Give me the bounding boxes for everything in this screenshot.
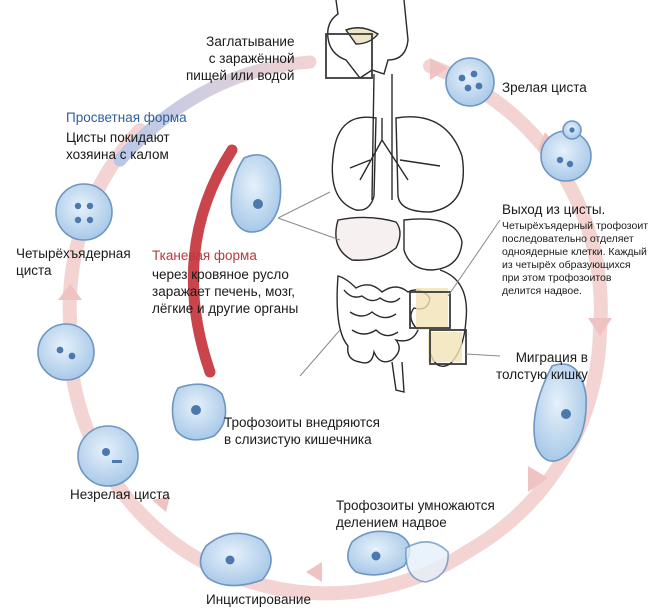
ingestion-line-3: пищей или водой (186, 68, 295, 83)
excystation-line-2: последовательно отделяет (502, 233, 634, 245)
binucleate-cyst-icon (37, 323, 95, 381)
box-intestine (409, 291, 451, 329)
four-nucleus-cyst-label: Четырёхъядерная циста (16, 245, 131, 279)
excystation-line-5: при этом трофозоитов (502, 272, 612, 284)
excystation-line-4: из четырёх образующихся (502, 259, 631, 271)
stage-boxes (325, 33, 467, 365)
arrow-7 (58, 284, 82, 300)
box-colon (429, 329, 467, 365)
arrow-4 (528, 466, 548, 492)
tissue-form-line-3: лёгкие и другие органы (152, 301, 299, 316)
four-nucleus-line-1: Четырёхъядерная (16, 246, 131, 261)
migration-label: Миграция в толстую кишку (496, 349, 588, 383)
pointer-lines (277, 191, 501, 377)
invasion-label: Трофозоиты внедряются в слизистую кишечн… (224, 414, 380, 448)
ingestion-label: Заглатывание с заражённой пищей или водо… (186, 33, 294, 84)
tissue-form-line-1: через кровяное русло (152, 267, 289, 282)
invasion-line-2: в слизистую кишечника (224, 432, 372, 447)
encystation-label: Инцистирование (206, 592, 311, 607)
invasion-line-1: Трофозоиты внедряются (224, 415, 380, 430)
excystation-line-6: делится надвое. (502, 285, 582, 297)
immature-cyst-label: Незрелая циста (70, 487, 170, 502)
mature-cyst-icon (445, 57, 495, 107)
box-mouth (325, 33, 373, 79)
multiplication-label: Трофозоиты умножаются делением надвое (336, 497, 495, 531)
ring-arrows (58, 58, 612, 582)
excystation-title: Выход из цисты. (502, 202, 606, 217)
colon-highlight-2 (428, 332, 462, 362)
tissue-arc (187, 144, 238, 378)
lumen-form-line-2: хозяина с калом (66, 147, 169, 162)
multiplication-line-2: делением надвое (336, 515, 447, 530)
colon-highlight (416, 288, 448, 330)
migration-line-2: толстую кишку (496, 367, 588, 382)
excystation-line-1: Четырёхъядерный трофозоит (502, 220, 649, 232)
tissue-form-line-2: заражает печень, мозг, (152, 284, 296, 299)
tissue-form-details: через кровяное русло заражает печень, мо… (152, 266, 298, 317)
lumen-arc (113, 55, 317, 167)
encysting-trophozoite-icon (199, 532, 272, 587)
ingestion-line-1: Заглатывание (206, 34, 295, 49)
arrow-3 (588, 318, 612, 336)
tissue-trophozoite-icon (230, 154, 282, 233)
lumen-form-title: Просветная форма (66, 110, 187, 125)
migration-line-1: Миграция в (515, 350, 588, 365)
lumen-form-details: Цисты покидают хозяина с калом (66, 129, 170, 163)
multiplication-line-1: Трофозоиты умножаются (336, 498, 495, 513)
immature-cyst-icon (77, 425, 139, 487)
organisms (37, 57, 592, 587)
four-nucleus-cyst-icon (55, 183, 113, 241)
lumen-form-line-1: Цисты покидают (66, 130, 170, 145)
excystation-details: Четырёхъядерный трофозоит последовательн… (502, 220, 648, 298)
mature-cyst-label: Зрелая циста (502, 80, 587, 95)
excystation-line-3: одноядерные клетки. Каждый (502, 246, 647, 258)
arrow-5 (306, 562, 322, 582)
anatomy-figure (327, 0, 468, 393)
colon-trophozoite-icon (533, 363, 587, 462)
four-nucleus-line-2: циста (16, 263, 52, 278)
tissue-form-title: Тканевая форма (152, 248, 257, 263)
ingestion-line-2: с заражённой (208, 51, 295, 66)
arrow-6 (152, 496, 170, 512)
excysting-cyst-icon (540, 130, 592, 182)
arrow-1 (430, 58, 448, 80)
